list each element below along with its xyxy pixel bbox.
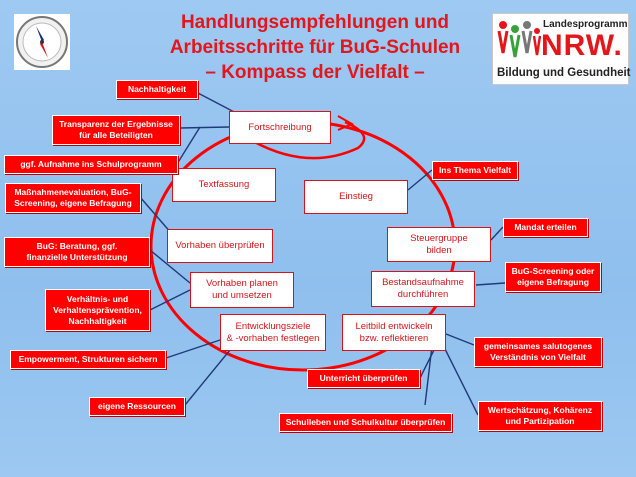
note-schulprogramm: ggf. Aufnahme ins Schulprogramm <box>4 155 178 174</box>
step-bestandsaufnahme: Bestandsaufnahme durchführen <box>371 271 475 307</box>
note-massnahmen: Maßnahmenevaluation, BuG- Screening, eig… <box>5 183 141 213</box>
title-block: Handlungsempfehlungen und Arbeitsschritt… <box>150 10 480 85</box>
note-beratung-label: BuG: Beratung, ggf. finanzielle Unterstü… <box>26 241 128 262</box>
note-ressourcen: eigene Ressourcen <box>89 397 185 416</box>
title-line-3: – Kompass der Vielfalt – <box>205 62 425 83</box>
note-ressourcen-label: eigene Ressourcen <box>98 401 176 411</box>
step-einstieg: Einstieg <box>304 180 408 214</box>
step-leitbild-label: Leitbild entwickeln bzw. reflektieren <box>355 320 433 344</box>
compass-icon <box>14 14 70 70</box>
nrw-logo: Landesprogramm NRW. Bildung und Gesundhe… <box>492 13 631 85</box>
note-empowerment: Empowerment, Strukturen sichern <box>10 350 166 369</box>
note-schulleben: Schulleben und Schulkultur überprüfen <box>279 413 452 432</box>
connector-beratung <box>149 249 191 284</box>
note-transparenz: Transparenz der Ergebnisse für alle Bete… <box>52 115 180 145</box>
logo-nrw: NRW. <box>541 29 623 62</box>
swoosh-arrow <box>234 120 366 160</box>
connector-massnahmen <box>139 196 173 235</box>
step-steuergruppe: Steuergruppe bilden <box>387 227 491 262</box>
step-vorhaben-planen: Vorhaben planen und umsetzen <box>190 272 294 308</box>
connector-praevention <box>149 289 191 311</box>
connector-schulleben <box>424 345 433 406</box>
logo-program: Landesprogramm <box>543 19 628 30</box>
logo-figures-icon <box>497 21 541 58</box>
connector-empowerment <box>165 339 221 359</box>
note-transparenz-label: Transparenz der Ergebnisse für alle Bete… <box>59 119 173 140</box>
note-massnahmen-label: Maßnahmenevaluation, BuG- Screening, eig… <box>14 187 132 208</box>
note-thema-vielfalt-label: Ins Thema Vielfalt <box>438 165 512 175</box>
step-entwicklungsziele: Entwicklungsziele & -vorhaben festlegen <box>220 314 326 351</box>
step-fortschreibung: Fortschreibung <box>229 111 331 144</box>
note-verstaendnis: gemeinsames salutogenes Verständnis von … <box>474 337 602 367</box>
connector-wertschaetzung <box>442 344 479 416</box>
note-beratung: BuG: Beratung, ggf. finanzielle Unterstü… <box>4 237 150 267</box>
note-mandat-label: Mandat erteilen <box>514 222 577 232</box>
step-einstieg-label: Einstieg <box>339 191 373 202</box>
step-entwicklungsziele-label: Entwicklungsziele & -vorhaben festlegen <box>226 320 320 344</box>
connector-mandat <box>490 226 504 241</box>
note-praevention-label: Verhältnis- und Verhaltensprävention, Na… <box>53 293 142 326</box>
connector-thema <box>407 169 433 191</box>
note-praevention: Verhältnis- und Verhaltensprävention, Na… <box>45 289 150 331</box>
note-screening: BuG-Screening oder eigene Befragung <box>505 262 601 292</box>
note-unterricht: Unterricht überprüfen <box>307 369 420 388</box>
step-vorhaben-pruefen-label: Vorhaben überprüfen <box>175 240 265 251</box>
connector-nachhaltigkeit <box>195 91 239 115</box>
title-line-2: Arbeitsschritte für BuG-Schulen <box>169 37 461 58</box>
step-bestandsaufnahme-label: Bestandsaufnahme durchführen <box>382 277 464 300</box>
note-verstaendnis-label: gemeinsames salutogenes Verständnis von … <box>483 341 593 362</box>
note-nachhaltigkeit-label: Nachhaltigkeit <box>127 84 187 94</box>
connector-screening <box>475 282 506 286</box>
connector-schulprogramm <box>176 126 201 165</box>
step-fortschreibung-label: Fortschreibung <box>248 121 312 133</box>
note-schulleben-label: Schulleben und Schulkultur überprüfen <box>285 417 446 427</box>
title-line-1: Handlungsempfehlungen und <box>180 12 450 33</box>
logo-tagline: Bildung und Gesundheit <box>497 67 631 79</box>
step-vorhaben-planen-label: Vorhaben planen und umsetzen <box>206 278 278 301</box>
swoosh-arrowhead <box>337 115 355 131</box>
step-textfassung: Textfassung <box>172 168 276 202</box>
note-mandat: Mandat erteilen <box>503 218 588 237</box>
note-thema-vielfalt: Ins Thema Vielfalt <box>432 161 518 180</box>
note-wertschaetzung: Wertschätzung, Kohärenz und Partizipatio… <box>478 401 602 431</box>
step-leitbild: Leitbild entwickeln bzw. reflektieren <box>342 314 446 351</box>
step-textfassung-label: Textfassung <box>198 179 250 190</box>
note-nachhaltigkeit: Nachhaltigkeit <box>116 80 198 99</box>
note-screening-label: BuG-Screening oder eigene Befragung <box>511 266 595 287</box>
connector-transparenz <box>179 126 230 129</box>
connector-unterricht <box>419 345 437 379</box>
note-wertschaetzung-label: Wertschätzung, Kohärenz und Partizipatio… <box>487 405 593 426</box>
connector-ressourcen <box>184 349 231 406</box>
note-empowerment-label: Empowerment, Strukturen sichern <box>18 354 158 364</box>
note-schulprogramm-label: ggf. Aufnahme ins Schulprogramm <box>20 159 162 169</box>
connector-verstaendnis <box>445 333 475 346</box>
step-steuergruppe-label: Steuergruppe bilden <box>410 232 468 256</box>
step-vorhaben-pruefen: Vorhaben überprüfen <box>167 229 273 263</box>
note-unterricht-label: Unterricht überprüfen <box>319 373 408 383</box>
